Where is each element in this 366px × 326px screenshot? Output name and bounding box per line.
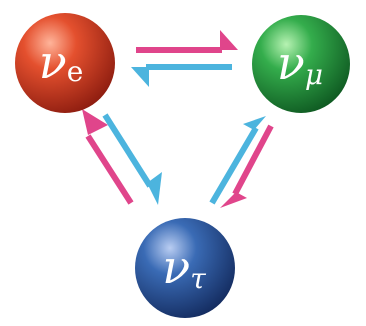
electron-neutrino-subscript: e [67,55,84,88]
svg-text:νe: νe [39,35,84,89]
arrow-mu-to-tau [220,124,274,208]
tau-neutrino-subscript: τ [190,262,206,295]
tau-neutrino-symbol: ν [162,240,190,294]
arrow-e-to-mu [136,30,238,53]
muon-neutrino-subscript: μ [305,58,323,91]
svg-text:ντ: ντ [162,240,206,295]
electron-neutrino-node: νe [15,13,115,113]
tau-neutrino-node: ντ [135,218,235,318]
arrow-mu-to-e [131,64,232,87]
muon-neutrino-node: νμ [252,15,350,113]
arrow-tau-to-mu [209,116,266,205]
arrow-tau-to-e [82,109,134,205]
arrow-e-to-tau [102,113,162,205]
muon-neutrino-symbol: ν [277,36,305,90]
electron-neutrino-symbol: ν [39,35,67,89]
svg-text:νμ: νμ [277,36,323,91]
